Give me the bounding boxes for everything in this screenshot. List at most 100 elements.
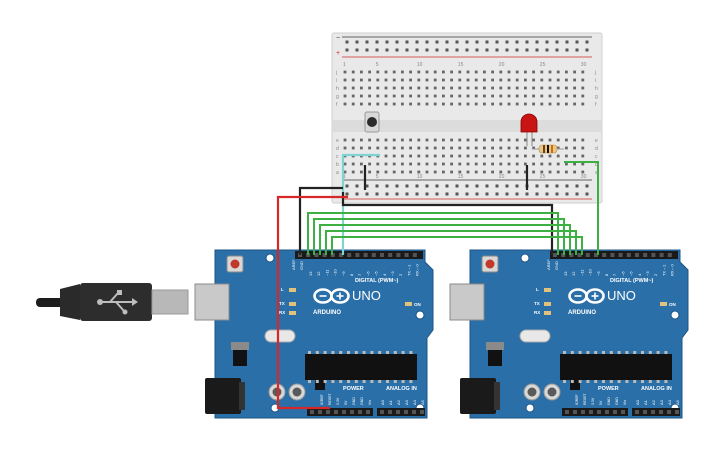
power-pin-label: Vin [368,400,372,405]
terminal-hole [532,170,535,174]
terminal-hole [491,138,494,142]
usb-jack[interactable] [194,283,230,321]
terminal-hole [343,94,347,98]
chip-pin [609,380,613,383]
power-jack[interactable] [460,378,496,414]
terminal-hole [524,86,527,90]
wire-red-5v[interactable] [276,195,348,410]
rail-hole [565,192,569,196]
terminal-hole [540,102,544,106]
wire-green-data[interactable] [307,212,559,255]
power-header[interactable] [562,408,628,416]
header-socket [347,253,352,257]
wire-green-data[interactable] [319,224,571,255]
terminal-hole [507,146,511,150]
digital-pin-label: ~3 [390,271,395,276]
digital-pin-label: 2 [398,273,403,276]
on-led [660,302,667,306]
header-socket [626,253,631,257]
analog-label: ANALOG IN [386,386,417,392]
analog-header[interactable] [632,408,680,416]
terminal-hole [556,162,560,166]
chip-pin [347,380,350,383]
mounting-hole [415,310,425,320]
reset-button-cap [230,259,240,269]
header-socket [577,253,582,257]
crystal [264,329,296,343]
terminal-hole [368,102,371,106]
digital-pin-label: 4 [382,273,387,276]
rail-hole [505,184,509,188]
terminal-hole [392,170,396,174]
chip-pin [315,351,319,354]
row-letter: d [336,146,339,152]
rail-hole [455,40,459,44]
terminal-hole [425,154,429,158]
terminal-hole [540,162,544,166]
terminal-hole [360,138,363,142]
terminal-hole [466,102,470,106]
rail-hole [505,192,509,196]
rail-hole [415,48,419,52]
chip-pin [331,351,335,354]
wire-green-data[interactable] [331,236,583,255]
row-letter: j [594,70,596,76]
wire-cyan-button[interactable] [341,153,380,255]
analog-header[interactable] [377,408,425,416]
terminal-hole [351,138,355,142]
wire-green-led[interactable] [564,161,599,255]
usb-jack[interactable] [449,283,485,321]
chip-pin [386,351,389,354]
terminal-hole [556,102,560,106]
rail-hole [565,40,569,44]
wire-black-left-gnd[interactable] [298,186,343,255]
terminal-hole [515,138,519,142]
power-header[interactable] [307,408,373,416]
chip-pin [393,380,397,383]
rail-hole [345,48,349,52]
terminal-hole [548,78,552,82]
gnd-label: GND [299,261,304,270]
resistor[interactable] [532,144,564,154]
arduino-logo-right [585,288,605,304]
digital-pin-label: 2 [653,273,658,276]
terminal-hole [524,138,527,142]
chip-pin [347,351,350,354]
arduino-logo-right [330,288,350,304]
usb-icon [97,290,138,315]
terminal-hole [376,162,380,166]
rail-hole [445,192,449,196]
terminal-hole [425,162,429,166]
pushbutton[interactable] [364,111,380,133]
terminal-hole [392,146,396,150]
usb-cable[interactable] [36,283,189,321]
rail-hole [495,40,499,44]
terminal-hole [565,154,568,158]
terminal-hole [376,138,380,142]
power-jack[interactable] [205,378,241,414]
rail-hole [515,192,519,196]
terminal-hole [442,78,445,82]
rail-plus-label: + [336,50,340,57]
terminal-hole [499,94,503,98]
terminal-hole [466,70,470,74]
rail-hole [395,184,399,188]
terminal-hole [483,86,486,90]
rail-hole [485,192,489,196]
led[interactable] [520,113,538,146]
chip-pin [578,351,582,354]
rail-hole [355,184,359,188]
terminal-hole [483,102,486,106]
wire-green-data[interactable] [325,230,577,255]
terminal-hole [433,70,437,74]
terminal-hole [343,70,347,74]
wires [276,153,599,410]
terminal-hole [507,170,511,174]
power-jack-side [494,382,500,410]
status-led [289,311,296,315]
digital-pin-label: ~11 [579,269,584,276]
rail-hole [455,184,459,188]
